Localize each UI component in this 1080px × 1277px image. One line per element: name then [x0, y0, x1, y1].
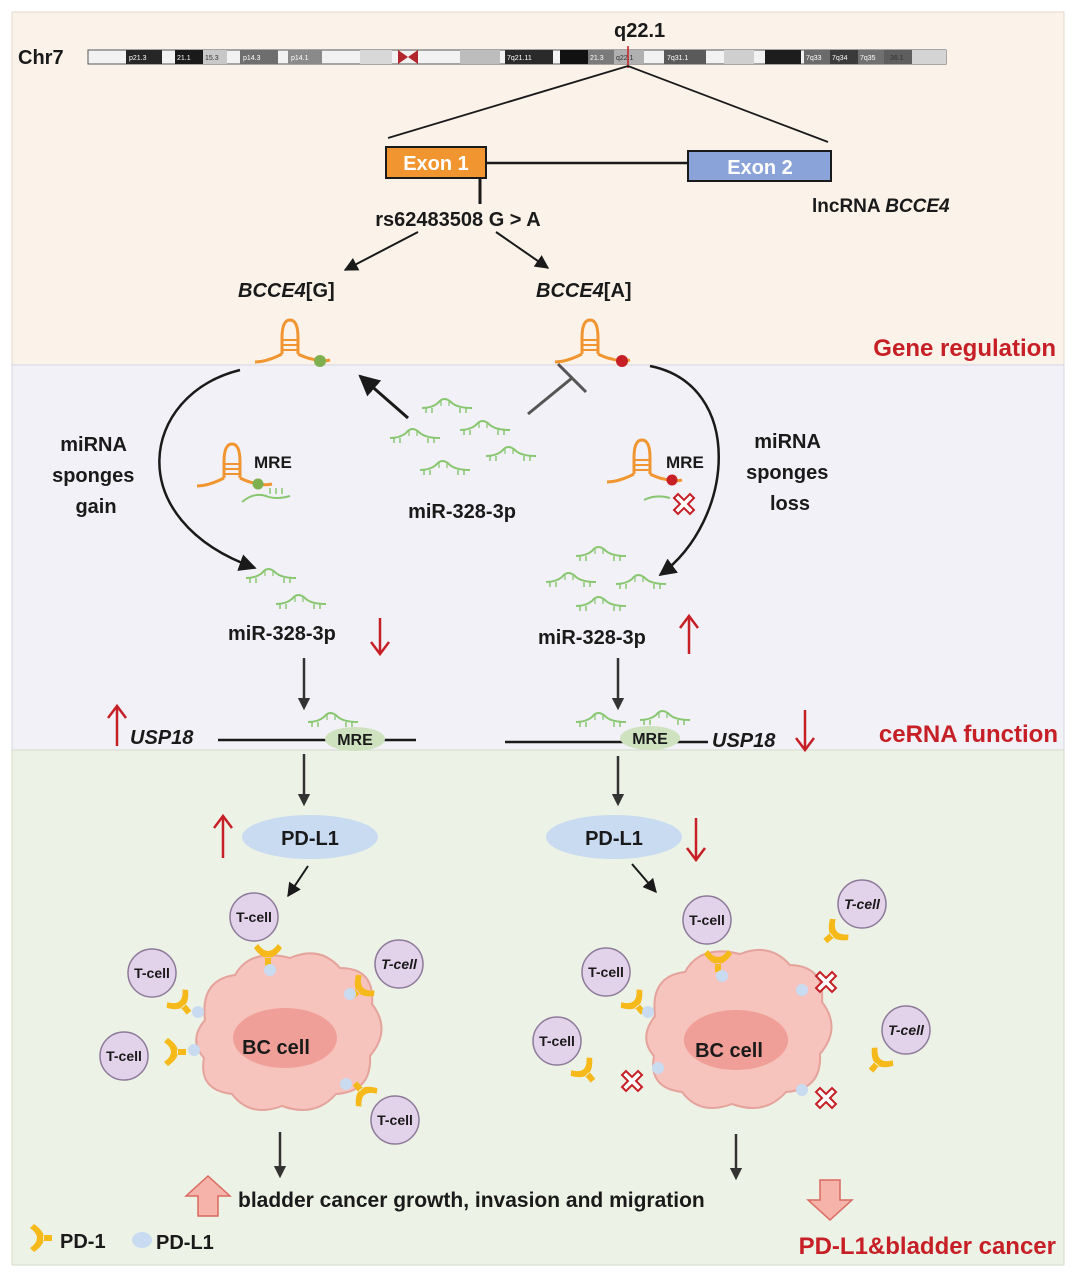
- hairpin-g-allele: [253, 318, 332, 367]
- allele-g-label: BCCE4[G]: [238, 280, 335, 302]
- svg-text:T-cell: T-cell: [844, 896, 881, 912]
- panel-gene-regulation: [11, 11, 1065, 366]
- mre-site-left: [325, 727, 385, 751]
- tcell-left-1: T-cell: [229, 892, 282, 976]
- band-label: 15.3: [205, 55, 219, 62]
- bc-cell-left: BC cell: [195, 952, 383, 1111]
- band-label: 7q21.11: [507, 55, 532, 62]
- mirna-left-label: miR-328-3p: [228, 623, 336, 645]
- legend-pdl1-label: PD-L1: [156, 1232, 214, 1254]
- band-label: 7q31.1: [667, 55, 689, 62]
- panel-cerna-function: [11, 364, 1065, 751]
- legend: PD-1 PD-L1: [30, 1224, 214, 1254]
- mre-label-right: MRE: [666, 453, 704, 472]
- svg-text:T-cell: T-cell: [588, 964, 624, 980]
- allele-g-suffix: [G]: [306, 280, 335, 302]
- mre-label-left: MRE: [254, 453, 292, 472]
- band-label: 21.3: [590, 55, 604, 62]
- pdl1-section: PD-L1 PD-L1 BC cell BC cell T-cell T-cel…: [30, 754, 931, 1254]
- mre-site-right-label: MRE: [632, 731, 668, 748]
- pdl1-right-ellipse: [546, 815, 682, 859]
- band-label: 21.1: [177, 55, 191, 62]
- sponge-loss-arrow: [649, 364, 720, 577]
- mirna-right-label: miR-328-3p: [538, 627, 646, 649]
- allele-a-suffix: [A]: [604, 280, 632, 302]
- band-label: 7q35: [860, 55, 876, 62]
- outcome-down-arrow: [806, 1179, 854, 1222]
- svg-text:T-cell: T-cell: [134, 965, 170, 981]
- tcell-right-3: T-cell: [816, 879, 887, 952]
- svg-text:T-cell: T-cell: [377, 1112, 413, 1128]
- legend-pd1-label: PD-1: [60, 1231, 106, 1253]
- tcell-right-2: T-cell: [581, 947, 654, 1022]
- outcome-up-arrow: [184, 1174, 232, 1217]
- section-label-cerna-function: ceRNA function: [879, 721, 1058, 748]
- gene-structure: Exon 1 Exon 2 lncRNA BCCE4 rs62483508 G …: [238, 146, 950, 367]
- svg-text:T-cell: T-cell: [106, 1048, 142, 1064]
- svg-text:T-cell: T-cell: [236, 909, 272, 925]
- allele-a-label: BCCE4[A]: [536, 280, 632, 302]
- exon-1: [385, 146, 487, 179]
- allele-g-name: BCCE4: [238, 280, 306, 302]
- lncrna-name: BCCE4: [885, 196, 950, 217]
- band-label: p14.1: [291, 55, 309, 62]
- sponge-gain-label: miRNA sponges gain: [52, 434, 140, 518]
- svg-text:T-cell: T-cell: [689, 912, 725, 928]
- svg-text:T-cell: T-cell: [539, 1033, 575, 1049]
- locus-label: q22.1: [614, 20, 665, 42]
- usp18-right-label: USP18: [712, 730, 776, 752]
- panels: [11, 11, 1065, 1266]
- section-label-pdl1-cancer: PD-L1&bladder cancer: [799, 1233, 1056, 1260]
- lncrna-prefix: lncRNA: [812, 196, 885, 217]
- exon-1-label: Exon 1: [403, 153, 469, 175]
- band-label: 7q33: [806, 55, 822, 62]
- tcell-left-4: T-cell: [99, 1031, 200, 1081]
- band-label: q22.1: [616, 55, 634, 62]
- pdl1-right-label: PD-L1: [585, 828, 643, 850]
- band-label: 36.1: [890, 55, 904, 62]
- band-label: p21.3: [129, 55, 147, 62]
- chromosome-label: Chr7: [18, 47, 64, 69]
- mre-site-left-label: MRE: [337, 732, 373, 749]
- tcell-right-1: T-cell: [682, 895, 732, 982]
- bc-cell-right-label: BC cell: [695, 1040, 763, 1062]
- mre-site-right: [620, 726, 680, 750]
- chromosome-band-labels: p21.3 21.1 15.3 p14.3 p14.1 7q21.11 21.3…: [129, 55, 904, 62]
- sponge-gain-arrow: [158, 368, 257, 571]
- pdl1-left-label: PD-L1: [281, 828, 339, 850]
- cerna-section: miRNA sponges gain miRNA sponges loss mi…: [52, 362, 834, 753]
- exon-2-label: Exon 2: [727, 157, 793, 179]
- tcell-left-5: T-cell: [340, 1074, 420, 1145]
- tcell-right-4: T-cell: [532, 1016, 604, 1090]
- bc-cell-left-label: BC cell: [242, 1037, 310, 1059]
- band-label: p14.3: [243, 55, 261, 62]
- lncrna-label: lncRNA BCCE4: [812, 196, 950, 217]
- svg-text:T-cell: T-cell: [888, 1022, 925, 1038]
- exon-2: [687, 150, 832, 182]
- pdl1-left-ellipse: [242, 815, 378, 859]
- tcell-left-2: T-cell: [127, 948, 204, 1022]
- chromosome: Chr7 q22.1 p21.3 21.1 15.3 p14.3 p14.1 7: [18, 20, 947, 143]
- usp18-left-label: USP18: [130, 727, 194, 749]
- mre-binding-left: [195, 442, 291, 503]
- outcome-label: bladder cancer growth, invasion and migr…: [238, 1189, 705, 1212]
- snp-label: rs62483508 G > A: [375, 209, 541, 231]
- mirna-center-label: miR-328-3p: [408, 501, 516, 523]
- sponge-loss-label: miRNA sponges loss: [746, 431, 834, 515]
- svg-text:T-cell: T-cell: [381, 956, 418, 972]
- tcell-right-5: T-cell: [860, 1005, 931, 1080]
- allele-a-name: BCCE4: [536, 280, 604, 302]
- mre-binding-right: [605, 438, 695, 515]
- bc-cell-right: BC cell: [645, 948, 833, 1109]
- tcell-left-3: T-cell: [342, 939, 424, 1008]
- hairpin-a-allele: [553, 318, 632, 367]
- band-label: 7q34: [832, 55, 848, 62]
- section-label-gene-regulation: Gene regulation: [873, 335, 1056, 362]
